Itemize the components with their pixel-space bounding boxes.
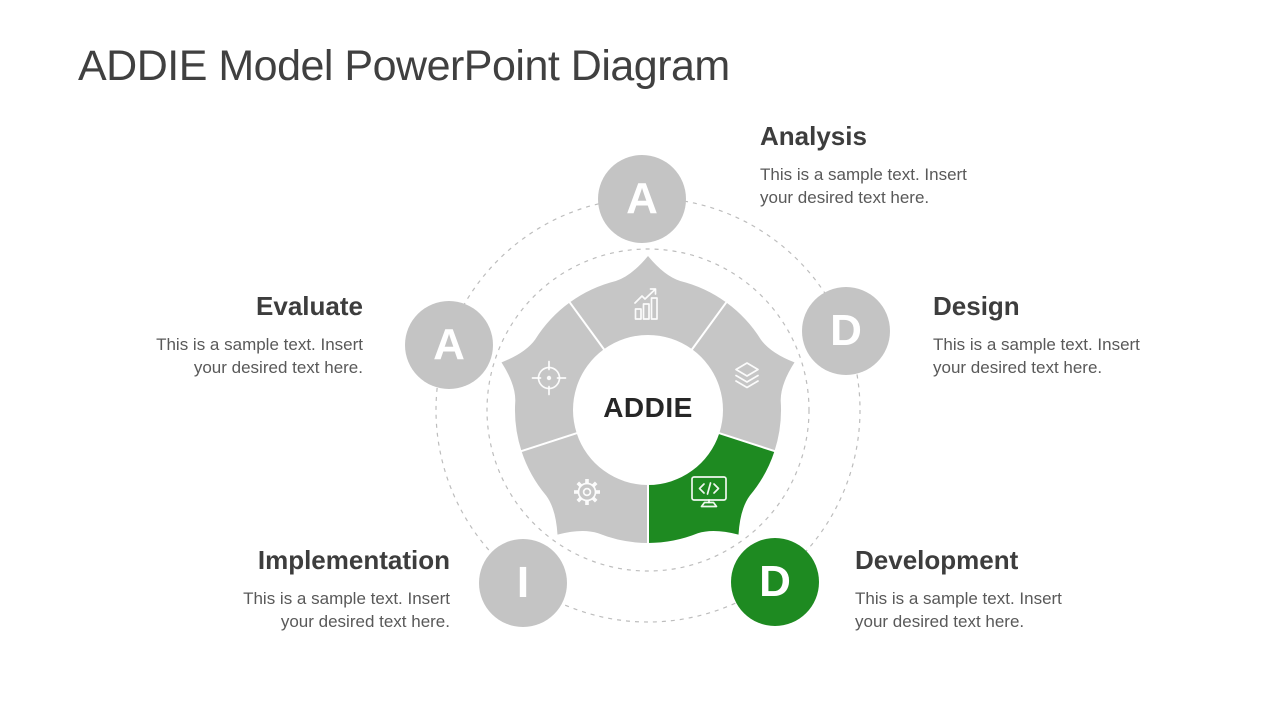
stage-description-analysis: This is a sample text. Insert your desir… [760, 165, 967, 208]
stage-label-development: Development This is a sample text. Inser… [855, 545, 1115, 633]
stage-name-analysis: Analysis [760, 121, 867, 151]
ring-segment-development [648, 433, 775, 543]
stage-description-design: This is a sample text. Insert your desir… [933, 335, 1140, 378]
stage-description-implementation: This is a sample text. Insert your desir… [243, 589, 450, 632]
stage-label-analysis: Analysis This is a sample text. Insert y… [760, 121, 1020, 209]
layers-icon [725, 356, 769, 400]
badge-design: D [802, 287, 890, 375]
stage-label-implementation: Implementation This is a sample text. In… [190, 545, 450, 633]
ring-segment-analysis [569, 256, 727, 350]
gear-icon [565, 470, 609, 514]
badge-design-letter: D [830, 306, 862, 355]
stage-label-design: Design This is a sample text. Insert you… [933, 291, 1193, 379]
badge-implementation-letter: I [516, 558, 530, 607]
ring-divider [717, 431, 777, 453]
ring-segment-implementation [521, 433, 648, 543]
orbit-dashed-circle-inner [486, 248, 810, 572]
ring-divider [690, 300, 729, 352]
stage-description-development: This is a sample text. Insert your desir… [855, 589, 1062, 632]
stage-description-evaluate: This is a sample text. Insert your desir… [156, 335, 363, 378]
badge-evaluate: A [405, 301, 493, 389]
ring-divider [519, 431, 579, 453]
monitor-code-icon [685, 468, 733, 516]
badge-evaluate-letter: A [433, 320, 465, 369]
stage-name-development: Development [855, 545, 1019, 575]
stage-name-implementation: Implementation [257, 545, 450, 575]
ring-segment-design [692, 302, 795, 452]
badge-implementation: I [479, 539, 567, 627]
ring-segment-evaluate [501, 302, 604, 452]
badge-analysis: A [598, 155, 686, 243]
bar-chart-icon [626, 284, 670, 328]
stage-label-evaluate: Evaluate This is a sample text. Insert y… [103, 291, 363, 379]
orbit-dashed-circle-outer [435, 197, 861, 623]
ring-segment-dividers [519, 300, 777, 545]
badge-development: D [731, 538, 819, 626]
stage-name-design: Design [933, 291, 1020, 321]
badge-analysis-letter: A [626, 174, 658, 223]
stage-name-evaluate: Evaluate [256, 291, 363, 321]
ring-divider [567, 300, 606, 352]
addie-ring [501, 256, 795, 543]
target-icon [527, 356, 571, 400]
page-title: ADDIE Model PowerPoint Diagram [78, 42, 730, 90]
diagram-center-label: ADDIE [603, 392, 693, 423]
badge-development-letter: D [759, 557, 791, 606]
